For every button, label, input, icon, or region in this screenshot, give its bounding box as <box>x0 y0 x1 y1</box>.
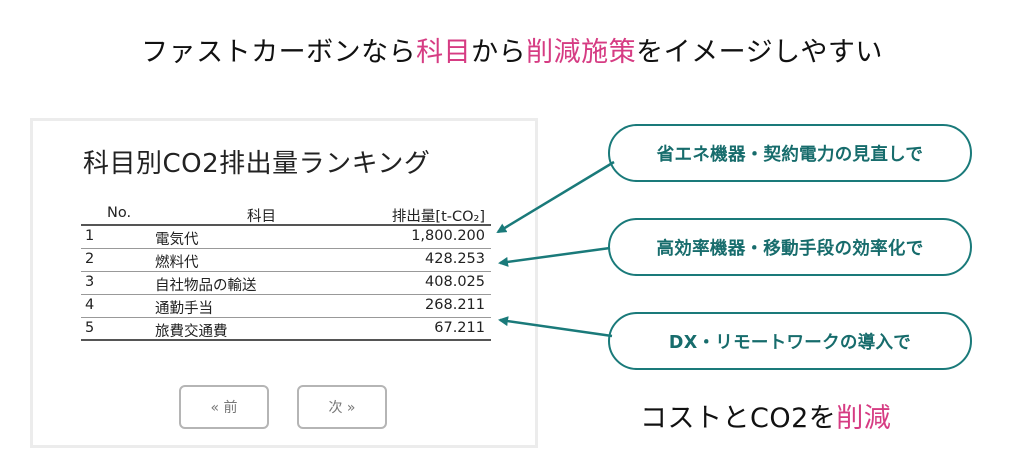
headline-part-2: から <box>471 37 527 68</box>
row-emissions: 268.211 <box>425 297 485 313</box>
column-header-subject: 科目 <box>247 209 276 225</box>
table-row: 2 燃料代 428.253 <box>81 249 491 272</box>
row-subject: 旅費交通費 <box>155 324 228 340</box>
headline-part-3: をイメージしやすい <box>636 37 883 68</box>
ranking-table: No. 科目 排出量[t-CO₂] 1 電気代 1,800.200 2 燃料代 … <box>81 203 491 341</box>
ranking-panel: 科目別CO2排出量ランキング No. 科目 排出量[t-CO₂] 1 電気代 1… <box>30 118 538 448</box>
table-row: 1 電気代 1,800.200 <box>81 226 491 249</box>
headline-accent-measures: 削減施策 <box>526 37 637 68</box>
callout-commute: DX・リモートワークの導入で <box>608 312 972 370</box>
table-row: 3 自社物品の輸送 408.025 <box>81 272 491 295</box>
row-emissions: 428.253 <box>425 251 485 267</box>
table-row: 5 旅費交通費 67.211 <box>81 318 491 341</box>
next-page-button[interactable]: 次 » <box>297 385 387 429</box>
row-no: 4 <box>85 297 95 313</box>
headline-part-1: ファストカーボンなら <box>141 37 417 68</box>
row-subject: 通勤手当 <box>155 301 213 317</box>
conclusion-part-1: コストとCO2を <box>640 403 837 434</box>
row-emissions: 408.025 <box>425 274 485 290</box>
row-emissions: 67.211 <box>434 320 485 336</box>
row-emissions: 1,800.200 <box>411 228 485 244</box>
headline-accent-subject: 科目 <box>416 37 472 68</box>
headline: ファストカーボンなら科目から削減施策をイメージしやすい <box>0 30 1024 69</box>
row-no: 2 <box>85 251 95 267</box>
row-subject: 自社物品の輸送 <box>155 278 257 294</box>
table-header-row: No. 科目 排出量[t-CO₂] <box>81 203 491 226</box>
prev-page-button[interactable]: « 前 <box>179 385 269 429</box>
column-header-emissions: 排出量[t-CO₂] <box>391 209 485 225</box>
row-no: 5 <box>85 320 95 336</box>
row-no: 1 <box>85 228 95 244</box>
table-row: 4 通勤手当 268.211 <box>81 295 491 318</box>
row-no: 3 <box>85 274 95 290</box>
row-subject: 電気代 <box>155 232 199 248</box>
callout-electricity: 省エネ機器・契約電力の見直しで <box>608 124 972 182</box>
conclusion-text: コストとCO2を削減 <box>640 396 891 435</box>
row-subject: 燃料代 <box>155 255 199 271</box>
callout-fuel: 高効率機器・移動手段の効率化で <box>608 218 972 276</box>
column-header-no: No. <box>107 205 132 221</box>
panel-title: 科目別CO2排出量ランキング <box>83 149 431 179</box>
conclusion-accent: 削減 <box>836 403 892 434</box>
